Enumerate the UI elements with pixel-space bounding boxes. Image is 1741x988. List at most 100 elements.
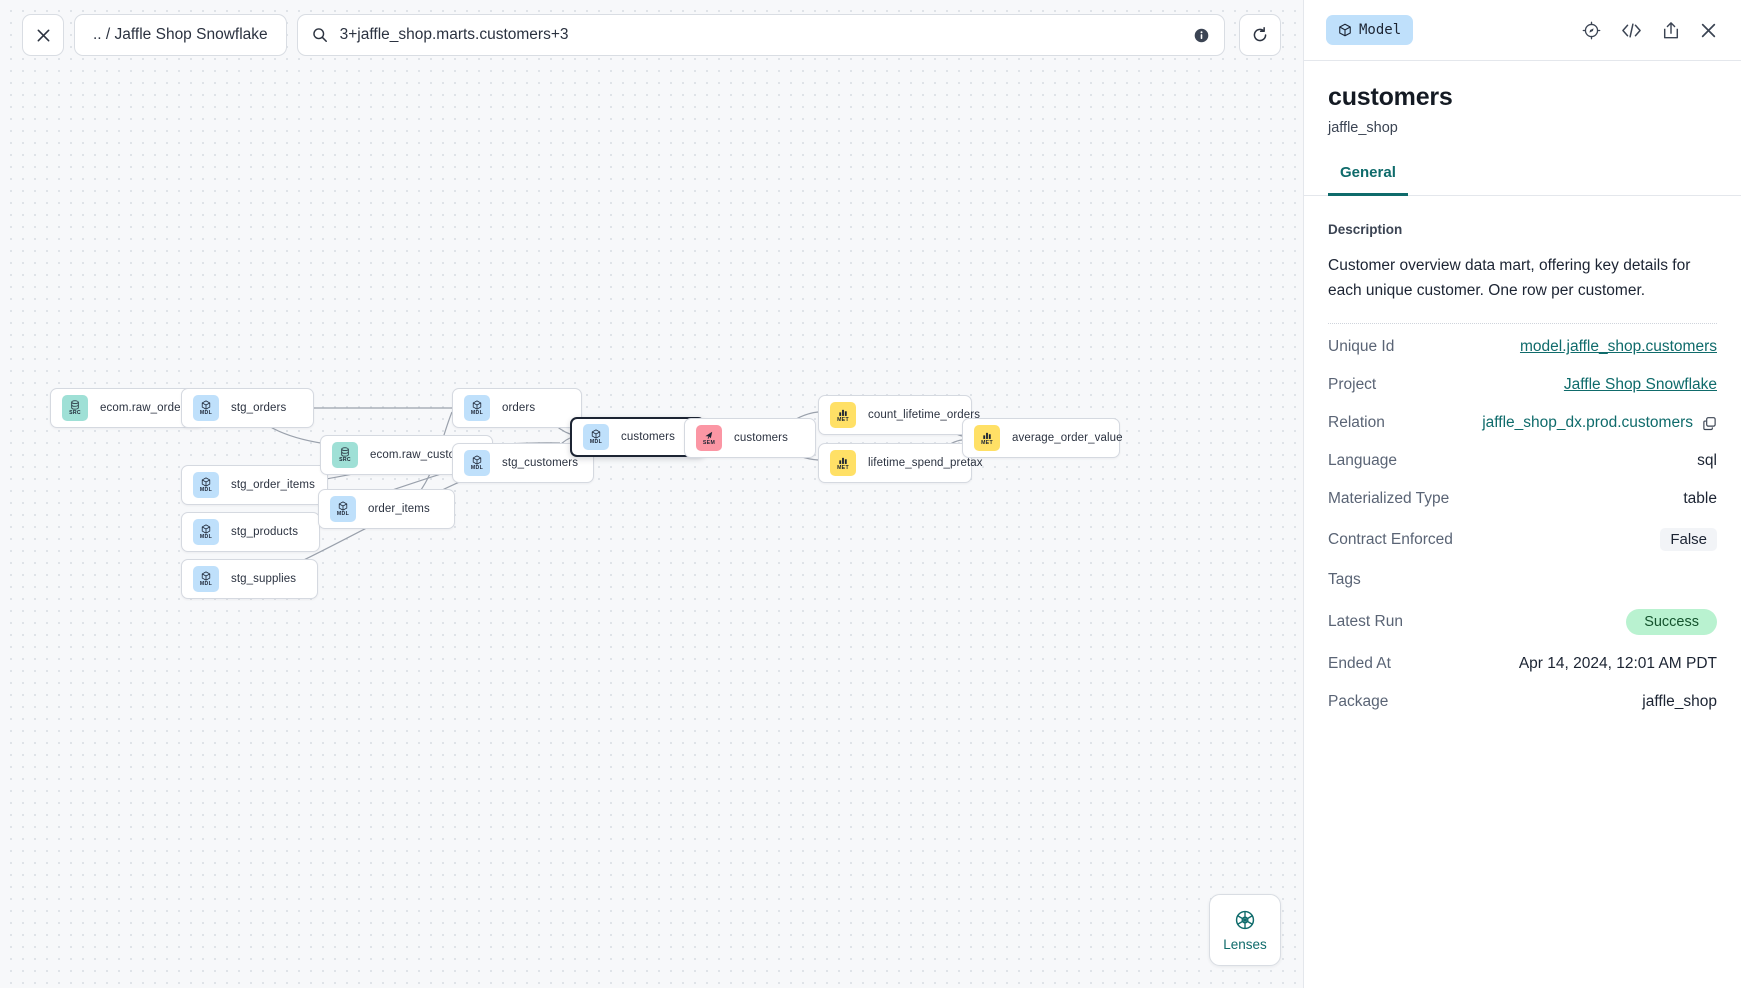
- lineage-node-orders[interactable]: MDL orders: [452, 388, 582, 428]
- detail-key: Project: [1328, 376, 1377, 394]
- model-badge: MDL: [193, 519, 219, 545]
- metric-badge: MET: [830, 450, 856, 476]
- detail-key: Tags: [1328, 571, 1361, 589]
- detail-row: Tags: [1328, 561, 1717, 599]
- detail-value-wrap: Apr 14, 2024, 12:01 AM PDT: [1519, 655, 1717, 673]
- detail-row: Project Jaffle Shop Snowflake: [1328, 366, 1717, 404]
- close-button[interactable]: [22, 14, 64, 56]
- lenses-button[interactable]: Lenses: [1209, 894, 1281, 966]
- detail-key: Ended At: [1328, 655, 1391, 673]
- breadcrumb[interactable]: .. / Jaffle Shop Snowflake: [74, 14, 287, 56]
- panel-subtitle: jaffle_shop: [1328, 120, 1398, 136]
- detail-row: Ended At Apr 14, 2024, 12:01 AM PDT: [1328, 645, 1717, 683]
- refresh-icon: [1253, 26, 1267, 42]
- lineage-node-stg_supplies[interactable]: MDL stg_supplies: [181, 559, 318, 599]
- info-icon-glyph: [1194, 28, 1209, 42]
- detail-row: Relation jaffle_shop_dx.prod.customers: [1328, 404, 1717, 442]
- detail-key: Unique Id: [1328, 338, 1395, 356]
- model-chip-label: Model: [1359, 22, 1402, 38]
- info-icon[interactable]: [1193, 27, 1210, 44]
- panel-header: customers jaffle_shop: [1304, 61, 1741, 136]
- share-icon-glyph: [1663, 21, 1679, 38]
- compass-icon[interactable]: [1582, 21, 1601, 40]
- lineage-node-label: stg_orders: [231, 402, 287, 414]
- lineage-node-label: stg_customers: [502, 457, 579, 469]
- code-icon-glyph: [1622, 22, 1641, 38]
- detail-key: Relation: [1328, 414, 1385, 432]
- detail-value-wrap: model.jaffle_shop.customers: [1520, 338, 1717, 356]
- refresh-button[interactable]: [1239, 14, 1281, 56]
- panel-divider: [1304, 60, 1741, 61]
- source-badge: SRC: [332, 442, 358, 468]
- search-bar[interactable]: [296, 14, 1225, 56]
- model-badge: MDL: [193, 566, 219, 592]
- share-icon[interactable]: [1662, 21, 1680, 40]
- source-badge: SRC: [62, 395, 88, 421]
- lineage-node-label: ecom.raw_orders: [100, 402, 191, 414]
- detail-value: jaffle_shop: [1642, 693, 1717, 711]
- lineage-node-stg_products[interactable]: MDL stg_products: [181, 512, 320, 552]
- detail-row: Unique Id model.jaffle_shop.customers: [1328, 328, 1717, 366]
- description-text: Customer overview data mart, offering ke…: [1328, 257, 1691, 300]
- detail-value-wrap: jaffle_shop: [1642, 693, 1717, 711]
- cube-icon: [1339, 23, 1351, 37]
- canvas-toolbar: .. / Jaffle Shop Snowflake: [0, 0, 1303, 70]
- tab-general-label: General: [1340, 164, 1396, 181]
- search-input[interactable]: [339, 26, 1181, 44]
- detail-value-wrap: Jaffle Shop Snowflake: [1564, 376, 1717, 394]
- lineage-node-label: average_order_value: [1012, 432, 1123, 444]
- metric-badge: MET: [974, 425, 1000, 451]
- model-badge: MDL: [330, 496, 356, 522]
- model-badge: MDL: [464, 395, 490, 421]
- section-divider: [1328, 323, 1717, 325]
- aperture-icon: [1235, 910, 1255, 929]
- breadcrumb-label: .. / Jaffle Shop Snowflake: [93, 26, 268, 43]
- semantic-model-badge: SEM: [696, 425, 722, 451]
- close-panel-icon[interactable]: [1700, 22, 1717, 39]
- lineage-node-stg_orders[interactable]: MDL stg_orders: [181, 388, 314, 428]
- details-panel: Model: [1303, 0, 1741, 988]
- detail-key: Materialized Type: [1328, 490, 1450, 508]
- panel-toolbar: Model: [1304, 0, 1741, 60]
- lineage-node-label: orders: [502, 402, 536, 414]
- lineage-node-label: stg_order_items: [231, 479, 315, 491]
- detail-value-badge: False: [1660, 528, 1717, 552]
- lineage-node-label: stg_supplies: [231, 573, 297, 585]
- search-icon: [312, 28, 327, 42]
- close-icon: [37, 29, 49, 41]
- tab-general[interactable]: General: [1328, 164, 1408, 196]
- detail-value-wrap: table: [1683, 490, 1717, 508]
- detail-row: Materialized Type table: [1328, 480, 1717, 518]
- model-badge: MDL: [464, 450, 490, 476]
- lineage-node-average_order_value[interactable]: MET average_order_value: [962, 418, 1123, 458]
- detail-value-link[interactable]: model.jaffle_shop.customers: [1519, 338, 1717, 356]
- model-type-chip: Model: [1326, 15, 1414, 45]
- panel-body: Description Customer overview data mart,…: [1304, 196, 1741, 988]
- lineage-node-lifetime_spend_pretax[interactable]: MET lifetime_spend_pretax: [818, 443, 983, 483]
- lineage-node-label: lifetime_spend_pretax: [868, 457, 983, 469]
- detail-value-wrap: False: [1660, 528, 1717, 552]
- detail-value-link[interactable]: jaffle_shop_dx.prod.customers: [1482, 414, 1693, 432]
- page-title: customers: [1328, 83, 1453, 111]
- model-badge: MDL: [583, 424, 609, 450]
- detail-value-wrap: sql: [1697, 452, 1717, 470]
- detail-value-wrap: jaffle_shop_dx.prod.customers: [1482, 414, 1717, 432]
- model-badge: MDL: [193, 395, 219, 421]
- detail-key: Package: [1328, 693, 1389, 711]
- detail-row: Contract Enforced False: [1328, 518, 1717, 561]
- lineage-node-label: customers: [621, 431, 675, 443]
- lineage-canvas[interactable]: .. / Jaffle Shop Snowflake: [0, 0, 1303, 988]
- copy-icon[interactable]: [1702, 416, 1717, 431]
- detail-value-link[interactable]: Jaffle Shop Snowflake: [1563, 376, 1717, 394]
- lineage-node-label: stg_products: [231, 526, 299, 538]
- lenses-label: Lenses: [1223, 936, 1267, 952]
- detail-key: Contract Enforced: [1328, 530, 1453, 548]
- code-icon[interactable]: [1621, 22, 1642, 39]
